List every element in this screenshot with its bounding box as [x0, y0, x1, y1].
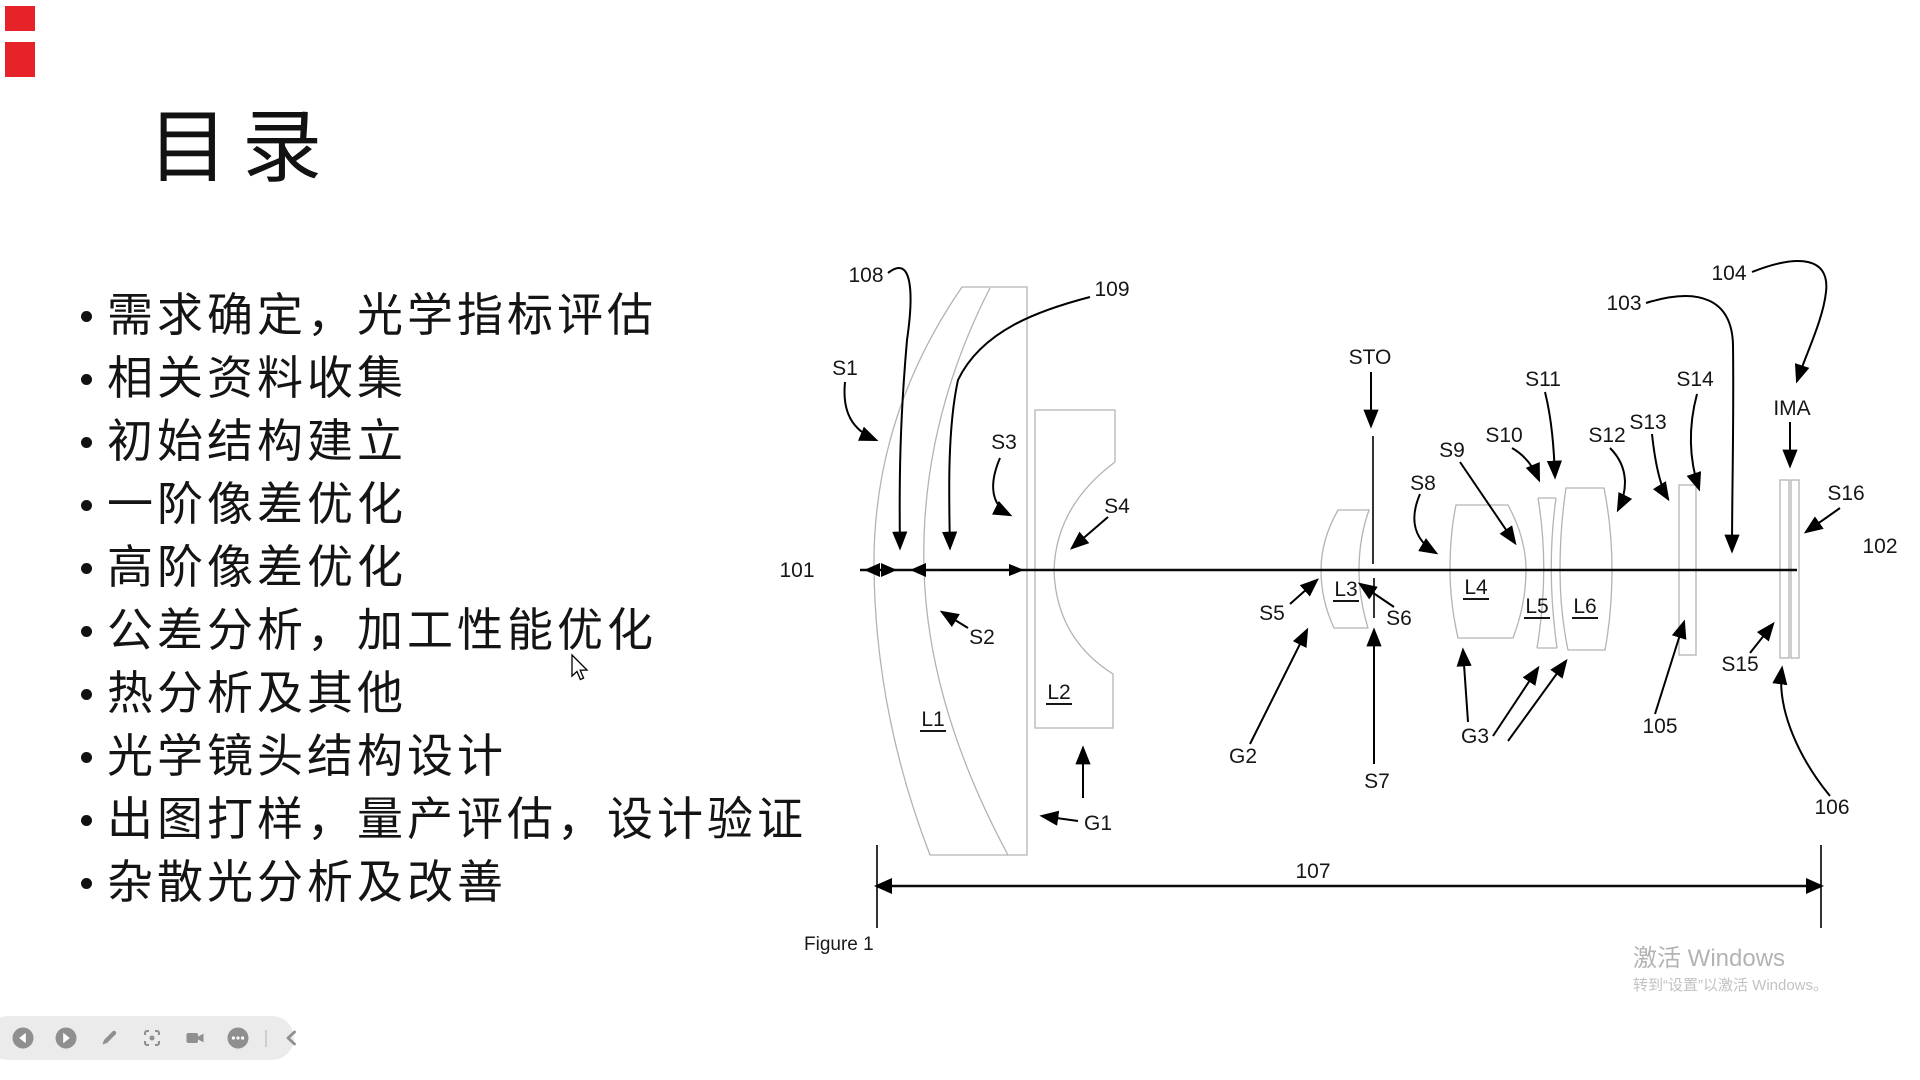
record-video-button[interactable]: [184, 1027, 206, 1049]
figure-label-S12: S12: [1588, 424, 1625, 447]
next-slide-button[interactable]: [55, 1027, 77, 1049]
pen-icon: [102, 1030, 117, 1045]
snapshot-button[interactable]: [141, 1027, 163, 1049]
figure-label-L3: L3: [1334, 578, 1357, 601]
aperture-stop: [1372, 436, 1375, 618]
figure-label-STO: STO: [1349, 346, 1392, 369]
toc-item: 需求确定，光学指标评估: [73, 284, 893, 347]
toc-item: 杂散光分析及改善: [73, 851, 893, 914]
dimension-107: [874, 845, 1824, 928]
figure-label-G1: G1: [1084, 812, 1112, 835]
figure-label-IMA: IMA: [1773, 397, 1810, 420]
toc-item: 出图打样，量产评估，设计验证: [73, 788, 893, 851]
figure-label-L5: L5: [1525, 595, 1548, 618]
toc-item: 光学镜头结构设计: [73, 725, 893, 788]
figure-label-104: 104: [1711, 262, 1746, 285]
toolbar-divider: [265, 1029, 267, 1047]
figure-label-S10: S10: [1485, 424, 1522, 447]
figure-label-S16: S16: [1827, 482, 1864, 505]
leader-arrows: [843, 260, 1841, 826]
presenter-toolbar: [0, 1016, 296, 1060]
toc-item: 热分析及其他: [73, 662, 893, 725]
toc-item: 高阶像差优化: [73, 536, 893, 599]
figure-label-S5: S5: [1259, 602, 1285, 625]
toc-item: 公差分析，加工性能优化: [73, 599, 893, 662]
figure-label-S1: S1: [832, 357, 858, 380]
snapshot-frame-icon: [143, 1029, 161, 1047]
figure-label-S7: S7: [1364, 770, 1390, 793]
figure-label-102: 102: [1862, 535, 1897, 558]
figure-label-106: 106: [1814, 796, 1849, 819]
figure-label-105: 105: [1642, 715, 1677, 738]
figure-label-S8: S8: [1410, 472, 1436, 495]
red-marker-bottom: [5, 42, 35, 77]
figure-label-L2: L2: [1047, 681, 1070, 704]
camera-icon: [186, 1033, 198, 1043]
figure-label-103: 103: [1606, 292, 1641, 315]
figure-label-G2: G2: [1229, 745, 1257, 768]
figure-label-L6: L6: [1573, 595, 1596, 618]
figure-label-S11: S11: [1525, 368, 1561, 391]
figure-label-S2: S2: [969, 626, 995, 649]
more-options-button[interactable]: [227, 1027, 249, 1049]
figure-label-S13: S13: [1629, 411, 1666, 434]
toc-item: 一阶像差优化: [73, 473, 893, 536]
optical-axis: [860, 563, 1797, 577]
figure-caption: Figure 1: [804, 934, 874, 955]
figure-label-S4: S4: [1104, 495, 1130, 518]
ellipsis-icon: [231, 1036, 235, 1040]
figure-label-107: 107: [1295, 860, 1330, 883]
figure-label-S3: S3: [991, 431, 1017, 454]
figure-label-101: 101: [779, 559, 814, 582]
figure-label-S14: S14: [1676, 368, 1714, 391]
figure-label-S9: S9: [1439, 439, 1465, 462]
red-marker-top: [5, 6, 35, 31]
figure-label-S15: S15: [1721, 653, 1758, 676]
collapse-toolbar-button[interactable]: [281, 1027, 303, 1049]
watermark-line1: 激活 Windows: [1633, 945, 1786, 972]
pen-tool-button[interactable]: [98, 1027, 120, 1049]
toc-item: 初始结构建立: [73, 410, 893, 473]
figure-label-L1: L1: [921, 708, 944, 731]
page-title: 目录: [148, 103, 336, 192]
figure-label-108: 108: [848, 264, 883, 287]
figure-label-G3: G3: [1461, 725, 1489, 748]
figure-label-L4: L4: [1464, 576, 1488, 599]
figure-label-109: 109: [1094, 278, 1129, 301]
previous-slide-button[interactable]: [12, 1027, 34, 1049]
windows-activation-watermark: 激活 Windows 转到“设置”以激活 Windows。: [1633, 944, 1828, 996]
chevron-left-icon: [286, 1030, 296, 1046]
watermark-line2: 转到“设置”以激活 Windows。: [1633, 977, 1829, 994]
mouse-cursor: [571, 653, 589, 681]
toc-item: 相关资料收集: [73, 347, 893, 410]
next-icon: [63, 1032, 70, 1044]
previous-icon: [19, 1032, 26, 1044]
toc-list: 需求确定，光学指标评估相关资料收集初始结构建立一阶像差优化高阶像差优化公差分析，…: [73, 284, 893, 914]
figure-label-S6: S6: [1386, 607, 1412, 630]
